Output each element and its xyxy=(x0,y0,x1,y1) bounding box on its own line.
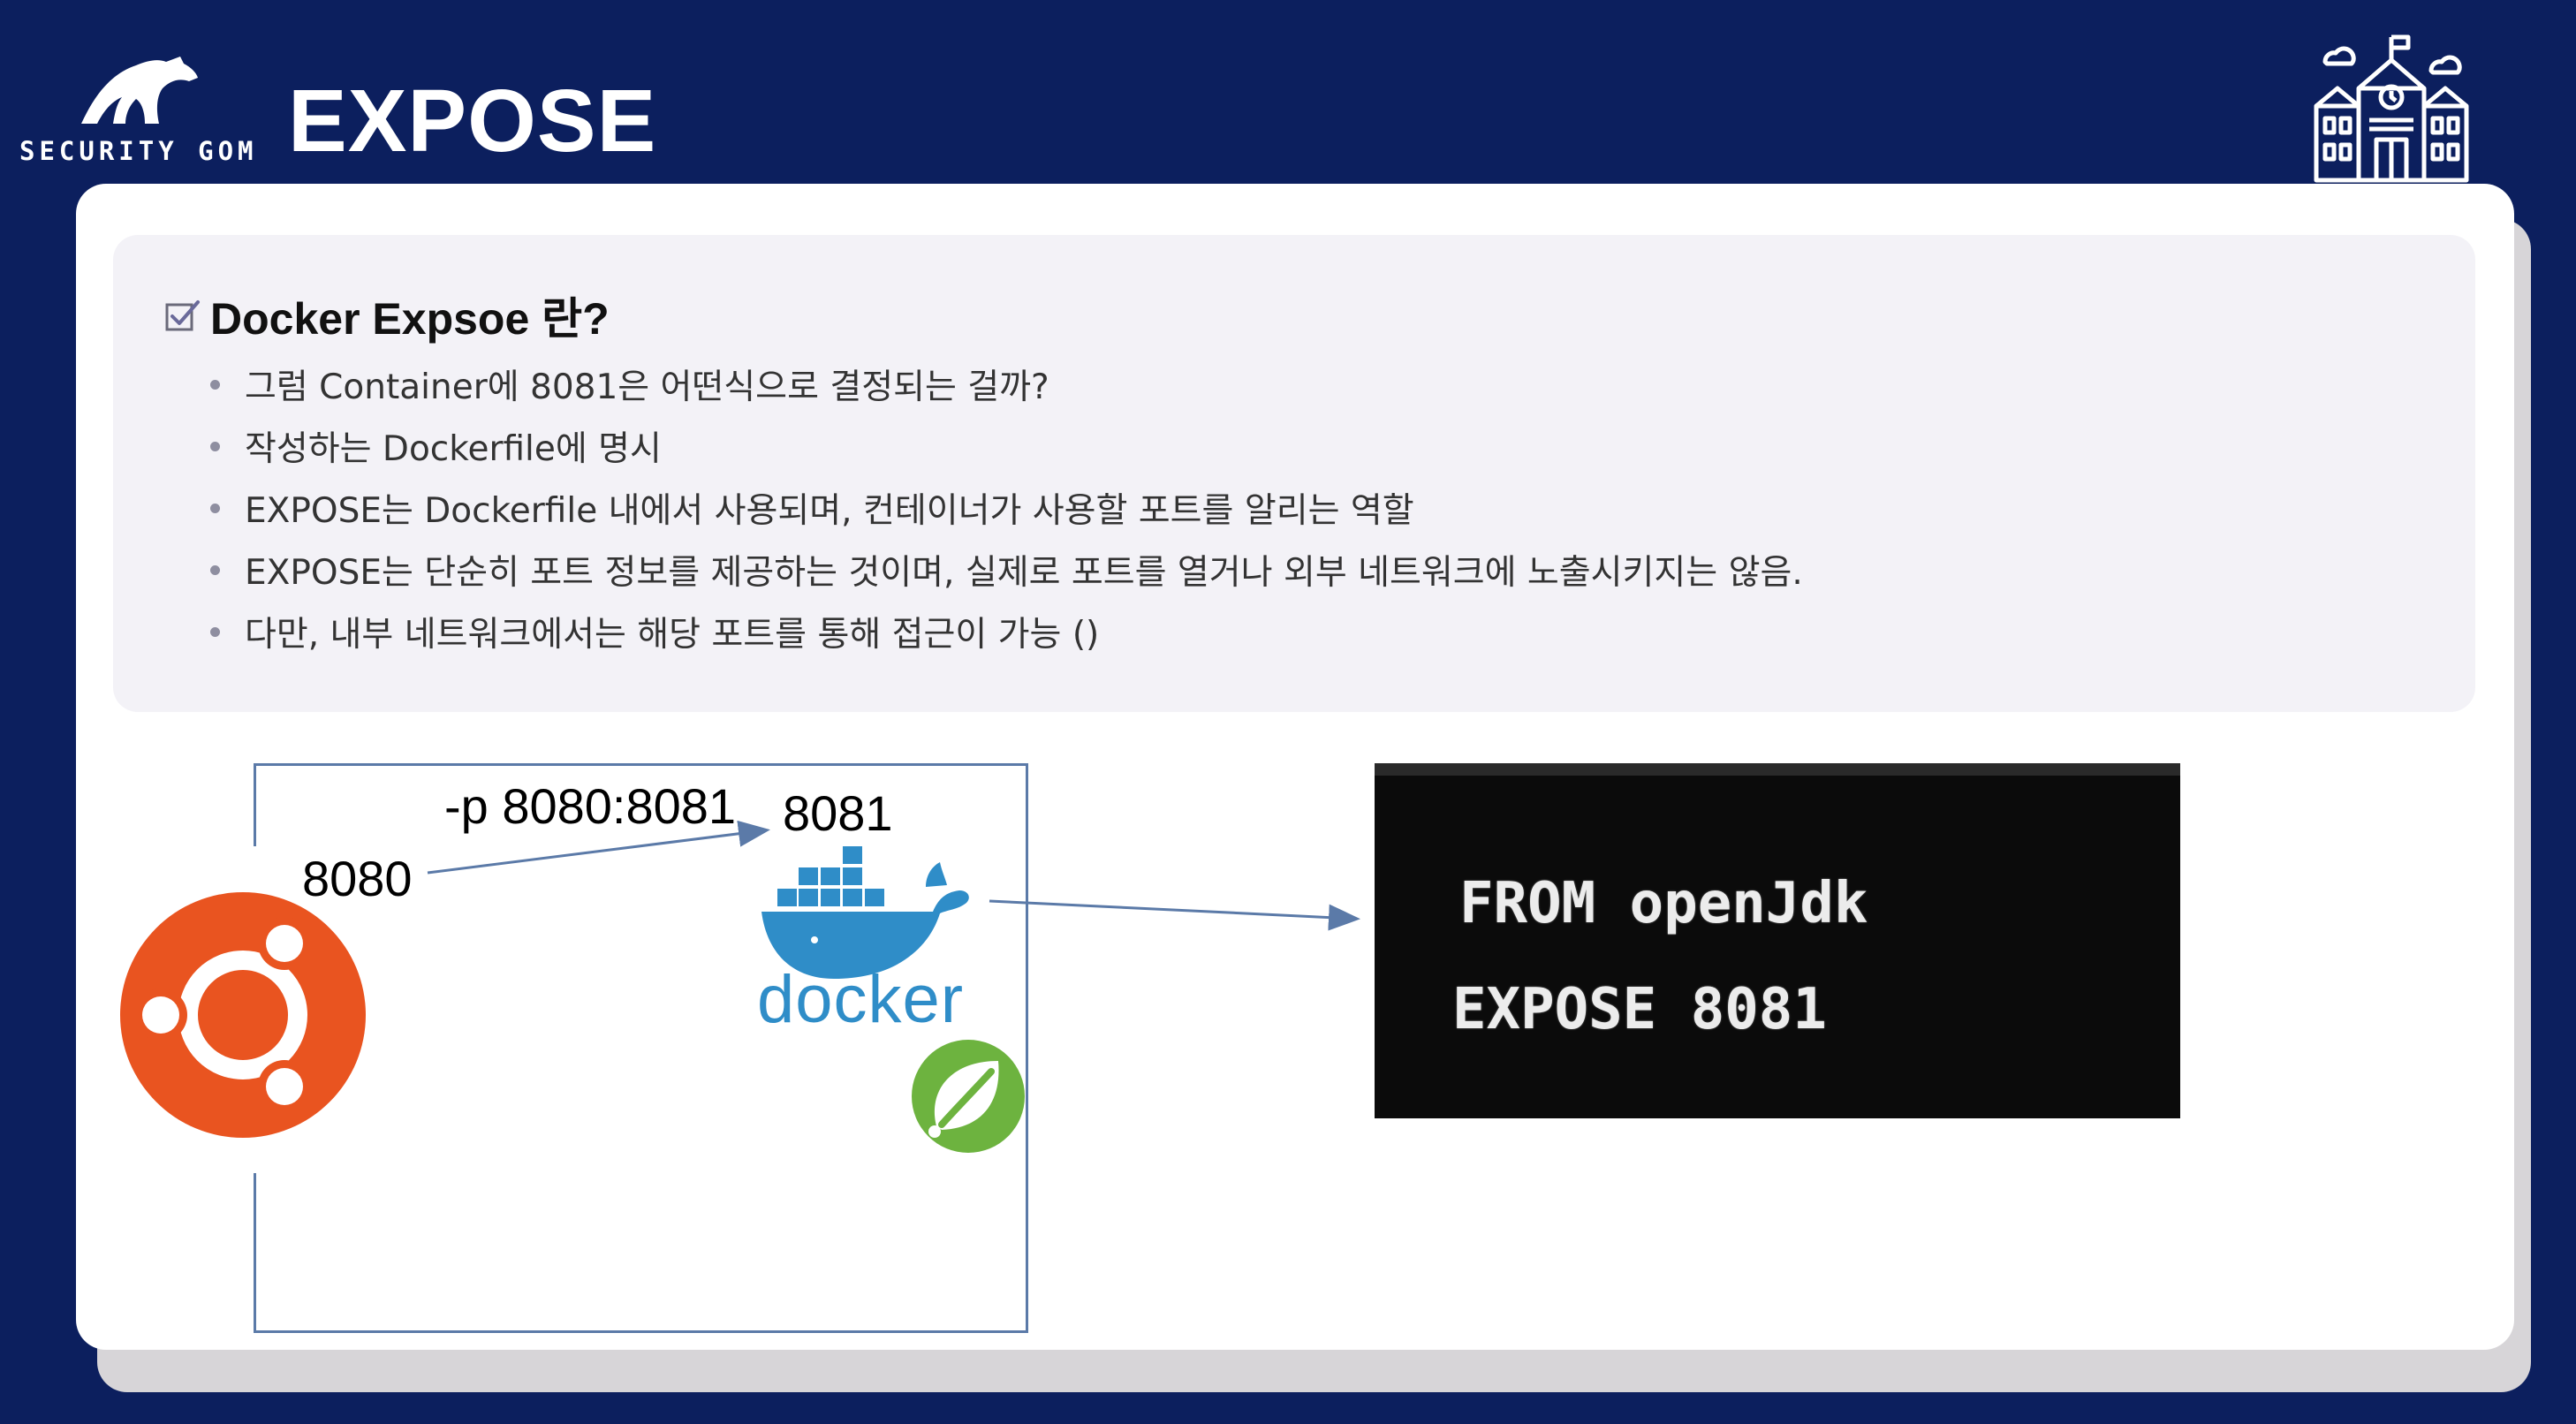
docker-whale-icon xyxy=(761,846,969,979)
security-gom-logo: SECURITY GOM xyxy=(19,51,258,175)
bullet-dot-icon xyxy=(210,441,220,451)
info-panel xyxy=(113,235,2475,712)
docker-wordmark: docker xyxy=(757,962,965,1037)
bullet-dot-icon xyxy=(210,564,220,575)
host-port-label: 8080 xyxy=(302,851,413,906)
list-item: 작성하는 Dockerfile에 명시 xyxy=(210,415,1803,477)
bullet-text: 그럼 Container에 8081은 어떤식으로 결정되는 걸까? xyxy=(245,367,1049,407)
terminal-line: FROM openJdk xyxy=(1459,871,1868,936)
section-heading-text: Docker Expsoe 란? xyxy=(210,294,610,344)
port-mapping-label: -p 8080:8081 xyxy=(444,778,737,834)
bullet-text: EXPOSE는 Dockerfile 내에서 사용되며, 컨테이너가 사용할 포… xyxy=(245,491,1414,531)
port-mapping-arrow xyxy=(427,820,770,875)
list-item: 그럼 Container에 8081은 어떤식으로 결정되는 걸까? xyxy=(210,353,1803,415)
dockerfile-terminal: FROM openJdk EXPOSE 8081 xyxy=(1375,763,2180,1118)
container-port-label: 8081 xyxy=(783,785,893,841)
polar-bear-icon xyxy=(81,57,198,124)
list-item: EXPOSE는 단순히 포트 정보를 제공하는 것이며, 실제로 포트를 열거나… xyxy=(210,539,1803,601)
list-item: EXPOSE는 Dockerfile 내에서 사용되며, 컨테이너가 사용할 포… xyxy=(210,477,1803,539)
logo-text: SECURITY GOM xyxy=(19,136,258,166)
bullet-text: 작성하는 Dockerfile에 명시 xyxy=(245,429,662,469)
checkbox-checked-icon xyxy=(165,300,200,331)
ubuntu-logo-icon xyxy=(120,892,366,1138)
bullet-list: 그럼 Container에 8081은 어떤식으로 결정되는 걸까? 작성하는 … xyxy=(210,353,1803,663)
list-item: 다만, 내부 네트워크에서는 해당 포트를 통해 접근이 가능 () xyxy=(210,601,1803,663)
terminal-line: EXPOSE 8081 xyxy=(1452,977,1827,1042)
section-heading: Docker Expsoe 란? xyxy=(164,284,610,346)
school-building-icon xyxy=(2309,34,2474,190)
page-title: EXPOSE xyxy=(288,72,657,170)
bullet-text: EXPOSE는 단순히 포트 정보를 제공하는 것이며, 실제로 포트를 열거나… xyxy=(245,553,1803,593)
bullet-dot-icon xyxy=(210,626,220,637)
spring-leaf-icon xyxy=(912,1040,1025,1153)
bullet-text: 다만, 내부 네트워크에서는 해당 포트를 통해 접근이 가능 () xyxy=(245,615,1100,655)
bullet-dot-icon xyxy=(210,503,220,513)
bullet-dot-icon xyxy=(210,379,220,390)
dockerfile-arrow xyxy=(989,899,1360,931)
